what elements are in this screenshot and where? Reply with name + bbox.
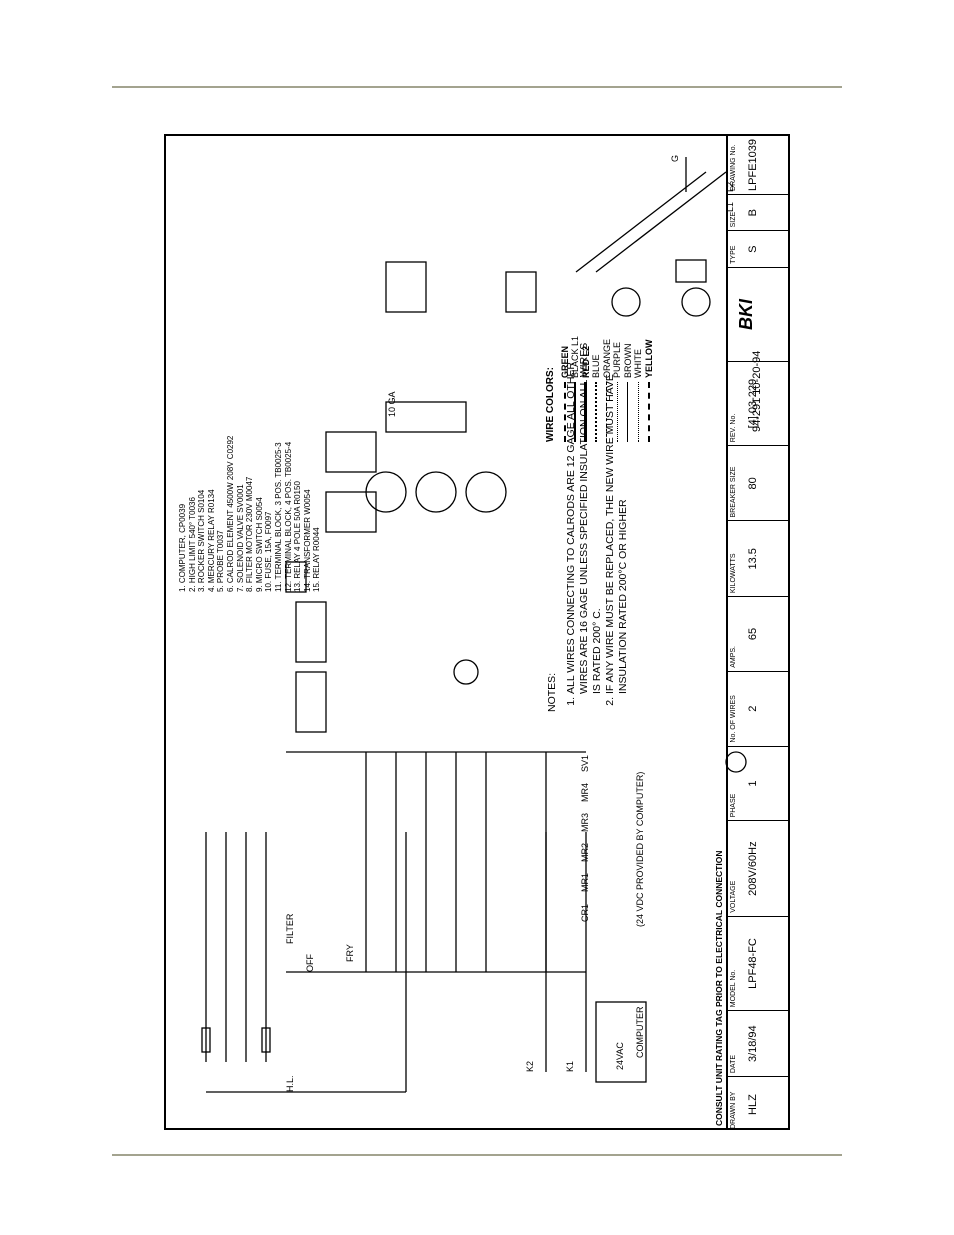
fuse-10-upper xyxy=(611,287,641,317)
part-14: 14. TRANSFORMER W0054 xyxy=(302,489,312,592)
high-limit-2 xyxy=(675,259,707,283)
fuse-10-a xyxy=(201,1027,211,1053)
wire-color-brown: BROWN xyxy=(623,336,634,442)
part-7: 7. SOLENOID VALVE SV0001 xyxy=(235,484,245,592)
part-12: 12. TERMINAL BLOCK, 4 POS. TB0025-4 xyxy=(283,441,293,592)
tb-logo: BKI xyxy=(728,267,788,362)
computer-box xyxy=(595,1001,647,1083)
part-13: 13. RELAY 4 POLE 50A R0150 xyxy=(293,481,303,592)
part-5: 5. PROBE T0037 xyxy=(216,530,226,592)
computer-label: COMPUTER xyxy=(635,1006,645,1059)
rotated-drawing: (24 VDC PROVIDED BY COMPUTER) COMPUTER 2… xyxy=(166,136,788,1129)
parts-list: 1. COMPUTER, CP0039 2. HIGH LIMIT 540° T… xyxy=(178,392,322,592)
supply-l2 xyxy=(595,171,727,273)
wire-color-orange: ORANGE xyxy=(602,336,613,442)
calrod-6-b xyxy=(415,471,457,513)
wire-color-black: BLACK L1 xyxy=(570,336,581,442)
header-rule xyxy=(112,86,842,88)
wire-color-red: RED L2 xyxy=(581,336,592,442)
part-3: 3. ROCKER SWITCH S0104 xyxy=(197,489,207,592)
relay-k2-15 xyxy=(295,671,327,733)
wire-color-blue: BLUE xyxy=(591,336,602,442)
relay-k1-15 xyxy=(295,601,327,663)
computer-note: (24 VDC PROVIDED BY COMPUTER) xyxy=(635,771,645,927)
high-limit-label: H.L. xyxy=(285,1075,295,1092)
wire-colors-legend: WIRE COLORS: GREEN BLACK L1 RED L2 BLUE … xyxy=(545,336,655,442)
part-4: 4. MERCURY RELAY R0134 xyxy=(206,489,216,592)
ladder-label-mr1: MR1 xyxy=(580,872,590,892)
part-6: 6. CALROD ELEMENT 4500W 208V C0292 xyxy=(225,435,235,592)
mercury-relays-4 xyxy=(385,401,467,433)
ground-label: G xyxy=(670,154,680,162)
wire-color-green: GREEN xyxy=(560,336,571,442)
filter-motor-symbol xyxy=(725,751,747,773)
wire-colors-heading: WIRE COLORS: xyxy=(545,367,556,442)
ladder-label-cr1: CR1 xyxy=(580,903,590,922)
part-11: 11. TERMINAL BLOCK, 3 POS. TB0025-3 xyxy=(273,442,283,592)
part-2: 2. HIGH LIMIT 540° T0036 xyxy=(187,497,197,592)
wire-color-purple: PURPLE xyxy=(612,336,623,442)
schematic-lines xyxy=(201,157,747,1093)
ladder-label-mr4: MR4 xyxy=(580,782,590,802)
transformer-14 xyxy=(285,561,307,593)
calrod-6-a xyxy=(365,471,407,513)
part-9: 9. MICRO SWITCH S0054 xyxy=(254,497,264,592)
part-10: 10. FUSE, 15A, F0097 xyxy=(264,511,274,593)
supply-l1 xyxy=(575,171,707,273)
fry-label: FRY xyxy=(345,944,355,962)
wire-color-white: WHITE xyxy=(633,336,644,442)
gauge-label: 10 GA xyxy=(387,391,397,417)
tb-amps: AMPS.65 xyxy=(728,596,788,672)
part-15: 15. RELAY R0044 xyxy=(312,527,322,592)
tb-model: MODEL No.LPF48-FC xyxy=(728,916,788,1011)
ladder-label-mr2: MR2 xyxy=(580,842,590,862)
terminal-block-12 xyxy=(325,431,377,473)
rocker-switch-3 xyxy=(505,271,537,313)
ladder-label-mr3: MR3 xyxy=(580,812,590,832)
wire-color-yellow: YELLOW xyxy=(644,336,655,442)
terminal-block-11 xyxy=(325,491,377,533)
tb-drawing: DRAWING No.LPFE1039 xyxy=(728,136,788,195)
fuse-10-lower xyxy=(681,287,711,317)
filter-label: FILTER xyxy=(285,913,295,944)
tb-rev: REV. No.[4] 03-229 xyxy=(728,361,788,446)
part-8: 8. FILTER MOTOR 230V M0047 xyxy=(245,476,255,592)
consult-warning: CONSULT UNIT RATING TAG PRIOR TO ELECTRI… xyxy=(714,850,724,1126)
off-label: OFF xyxy=(305,954,315,972)
fuse-10-b xyxy=(261,1027,271,1053)
schematic-sheet: (24 VDC PROVIDED BY COMPUTER) COMPUTER 2… xyxy=(164,134,790,1130)
transformer-label: 24VAC xyxy=(615,1042,625,1070)
calrod-6-c xyxy=(465,471,507,513)
ladder-label-sv1: SV1 xyxy=(580,754,590,772)
footer-rule xyxy=(112,1154,842,1156)
ladder-label-k1: K1 xyxy=(565,1060,575,1072)
part-1: 1. COMPUTER, CP0039 xyxy=(178,503,187,592)
ladder-label-k2: K2 xyxy=(525,1060,535,1072)
relay-13 xyxy=(385,261,427,313)
solenoid-valve-7 xyxy=(453,659,479,685)
